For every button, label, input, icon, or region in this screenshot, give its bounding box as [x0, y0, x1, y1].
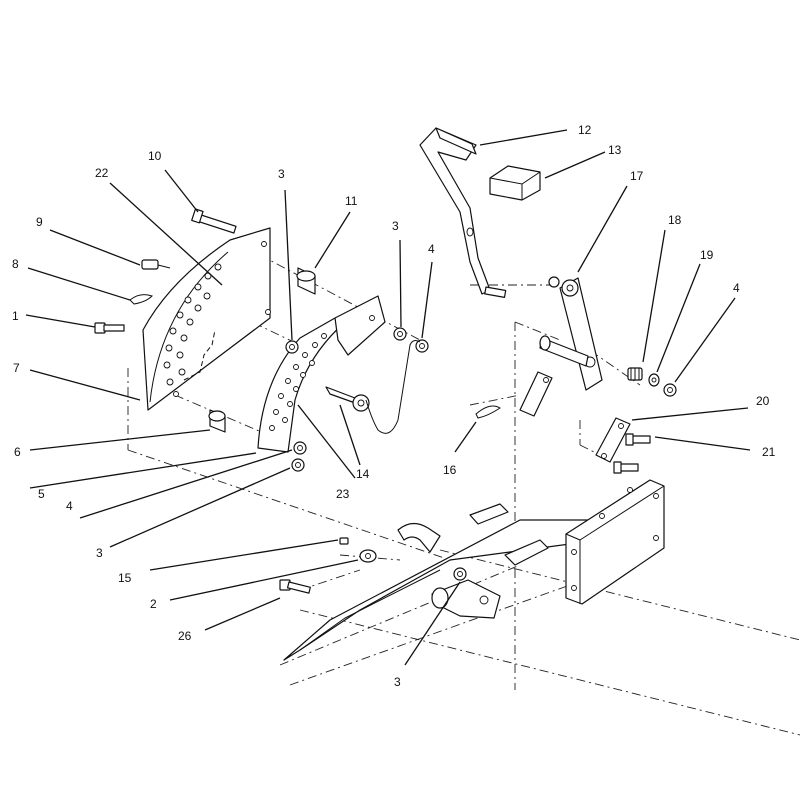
callout-1: 1	[12, 309, 19, 323]
frame-assembly	[279, 479, 665, 661]
nut-4-lower	[293, 441, 307, 455]
pedal-arm	[419, 127, 507, 298]
quadrant-bracket	[257, 295, 386, 453]
lever-shaft	[539, 335, 589, 367]
callout-3: 3	[394, 675, 401, 689]
callout-26: 26	[178, 629, 192, 643]
strap-20	[595, 417, 631, 463]
callout-15: 15	[118, 571, 132, 585]
callout-labels: 10 22 9 8 1 7 6 5 4 3 3 11 3 4 14 23 12 …	[12, 123, 776, 689]
callout-6: 6	[14, 445, 21, 459]
callout-3: 3	[392, 219, 399, 233]
clip-15	[339, 537, 349, 545]
quadrant-holes	[163, 241, 271, 397]
hardware-right	[419, 127, 677, 474]
callout-13: 13	[608, 143, 622, 157]
callout-7: 7	[13, 361, 20, 375]
bolt-10	[191, 208, 237, 234]
bracket-holes	[269, 315, 375, 431]
bolt-9	[141, 259, 171, 270]
callout-11: 11	[345, 194, 358, 208]
callout-4: 4	[733, 281, 740, 295]
nut-3-top	[393, 327, 407, 341]
spacer-6	[208, 409, 226, 433]
nut-3-lower	[291, 458, 305, 472]
pivot-assembly	[431, 579, 501, 619]
clevis	[397, 503, 509, 553]
clip-16	[475, 405, 501, 419]
callout-4: 4	[66, 499, 73, 513]
callout-8: 8	[12, 257, 19, 271]
bolt-1	[94, 322, 125, 334]
callout-23: 23	[336, 487, 350, 501]
callout-19: 19	[700, 248, 714, 262]
callout-22: 22	[95, 166, 109, 180]
callout-2: 2	[150, 597, 157, 611]
callout-14: 14	[356, 467, 370, 481]
callout-20: 20	[756, 394, 770, 408]
nut-3-bottom	[453, 567, 467, 581]
lanyard-cable	[365, 340, 421, 434]
callout-4: 4	[428, 242, 435, 256]
callout-5: 5	[38, 487, 45, 501]
nut-3-upper	[285, 340, 299, 354]
pin-14	[325, 340, 421, 434]
callout-3: 3	[278, 167, 285, 181]
callout-3: 3	[96, 546, 103, 560]
link-bracket	[519, 371, 553, 417]
mount-plate-holes	[571, 487, 659, 591]
quadrant-plate	[142, 227, 271, 411]
nut-4-right	[663, 383, 677, 397]
hardware-left	[94, 208, 429, 472]
callout-16: 16	[443, 463, 457, 477]
callout-9: 9	[36, 215, 43, 229]
spacer-11	[296, 267, 316, 295]
callout-21: 21	[762, 445, 776, 459]
pedal-pad	[489, 165, 541, 201]
callout-18: 18	[668, 213, 682, 227]
spring-18	[627, 367, 643, 381]
bolt-26	[279, 579, 311, 594]
cotter-pin-8	[129, 294, 153, 305]
callout-12: 12	[578, 123, 592, 137]
nut-4-top	[415, 339, 429, 353]
washer-2	[359, 549, 377, 563]
washer-19	[648, 373, 660, 387]
callout-10: 10	[148, 149, 162, 163]
callout-17: 17	[630, 169, 644, 183]
bolts-21	[613, 433, 651, 474]
lever-arm	[548, 276, 603, 391]
leader-lines	[25, 129, 751, 666]
